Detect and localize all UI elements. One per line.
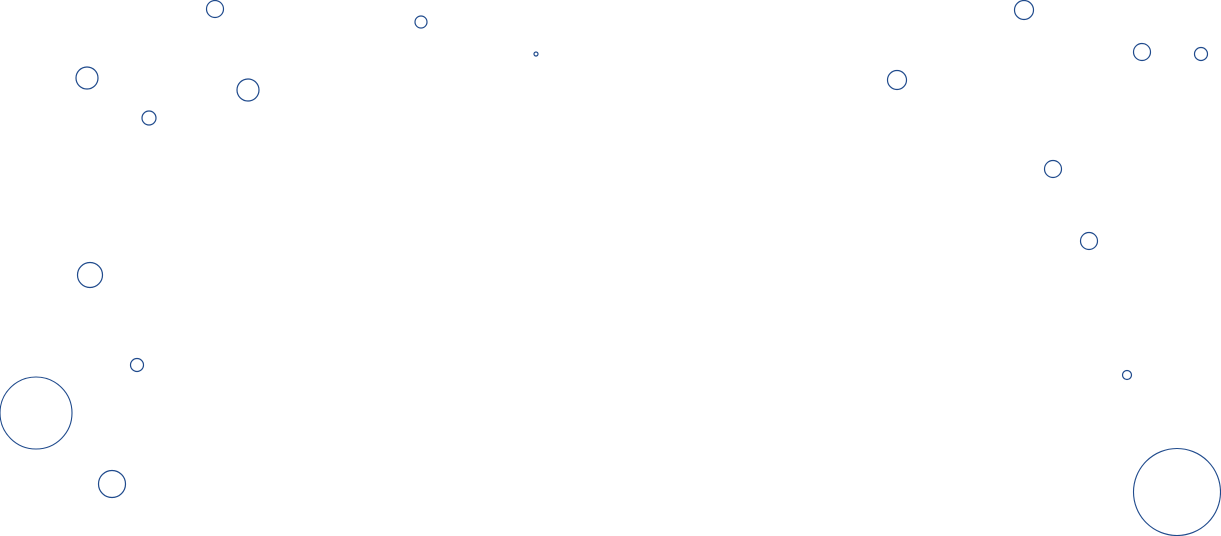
bubble-circle [129,357,145,373]
bubble-circle [1132,42,1152,62]
bubble-circle [414,15,428,29]
bubble-circle [1043,159,1063,179]
bubble-circle [1132,447,1221,536]
bubble-circle [205,0,225,19]
bubble-circle [886,69,908,91]
bubble-circle [1013,0,1035,21]
bubble-circle [76,261,104,289]
bubble-circle [75,66,99,90]
bubble-circle [533,51,539,57]
bubble-circle [1193,46,1209,62]
bubble-circle [1079,231,1099,251]
bubble-circle [141,110,157,126]
bubble-circle [0,376,73,450]
bubble-circle [97,469,127,499]
bubble-circle [1121,369,1133,381]
bubble-circle [236,78,260,102]
